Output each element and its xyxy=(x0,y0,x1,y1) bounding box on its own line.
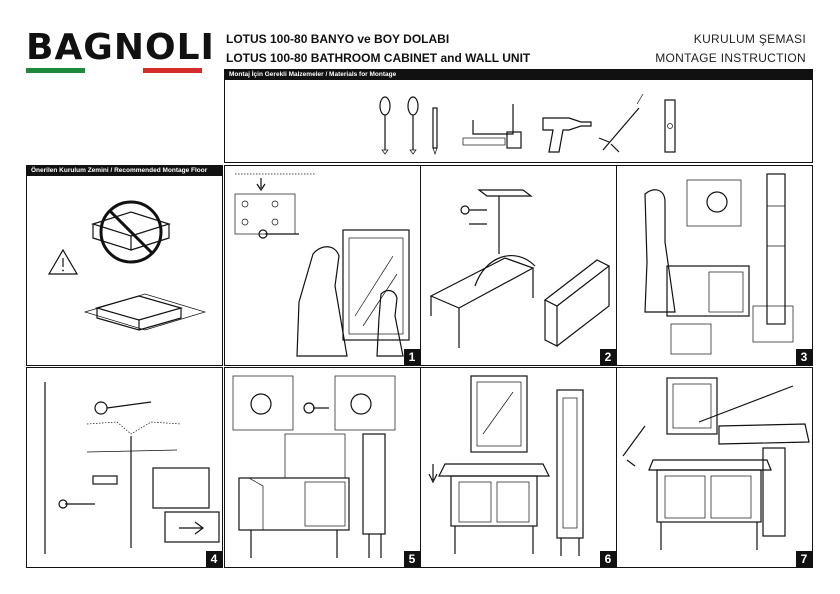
step-6-panel: 6 xyxy=(420,367,617,568)
pencil-icon xyxy=(432,107,438,156)
step-2-illustration xyxy=(429,189,611,348)
step-number: 4 xyxy=(206,551,222,567)
screwdriver-flat-icon xyxy=(379,96,391,155)
step-number: 1 xyxy=(404,349,420,365)
step-number: 3 xyxy=(796,349,812,365)
title-en: LOTUS 100-80 BATHROOM CABINET and WALL U… xyxy=(226,51,531,65)
brand-logo: BAGNOLI xyxy=(26,27,215,68)
brand-flag-stripe xyxy=(26,68,203,73)
step-4-illustration xyxy=(44,382,220,554)
step-3-panel: 3 xyxy=(616,165,813,366)
materials-label: Montaj İçin Gerekli Malzemeler / Materia… xyxy=(225,70,812,80)
warning-icon xyxy=(47,248,79,275)
title-tr: LOTUS 100-80 BANYO ve BOY DOLABI xyxy=(226,32,450,46)
floor-panel: Önerilen Kurulum Zemini / Recommended Mo… xyxy=(26,165,223,366)
spirit-level-icon xyxy=(664,99,676,153)
materials-panel: Montaj İçin Gerekli Malzemeler / Materia… xyxy=(224,69,813,163)
flag-green xyxy=(26,68,85,73)
silicone-gun-icon xyxy=(598,93,644,153)
soft-floor-icon xyxy=(83,293,207,331)
step-7-panel: 7 xyxy=(616,367,813,568)
step-1-illustration xyxy=(234,173,410,357)
step-number: 6 xyxy=(600,551,616,567)
no-hard-floor-icon xyxy=(91,200,171,264)
step-3-illustration xyxy=(644,173,794,355)
step-2-panel: 2 xyxy=(420,165,617,366)
floor-illustration xyxy=(47,200,207,331)
step-4-panel: 4 xyxy=(26,367,223,568)
materials-tools xyxy=(379,93,676,156)
step-number: 7 xyxy=(796,551,812,567)
step-6-illustration xyxy=(428,375,584,556)
screwdriver-phillips-icon xyxy=(407,96,419,155)
floor-label: Önerilen Kurulum Zemini / Recommended Mo… xyxy=(27,166,222,176)
step-number: 5 xyxy=(404,551,420,567)
step-1-panel: 1 xyxy=(224,165,421,366)
allen-key-icon xyxy=(462,104,522,149)
flag-red xyxy=(143,68,203,73)
subtitle-tr: KURULUM ŞEMASI xyxy=(693,32,806,46)
step-number: 2 xyxy=(600,349,616,365)
drill-icon xyxy=(542,117,592,153)
step-5-panel: 5 xyxy=(224,367,421,568)
subtitle-en: MONTAGE INSTRUCTION xyxy=(655,51,806,65)
flag-white xyxy=(84,68,144,73)
step-5-illustration xyxy=(232,375,396,558)
step-7-illustration xyxy=(622,377,810,550)
